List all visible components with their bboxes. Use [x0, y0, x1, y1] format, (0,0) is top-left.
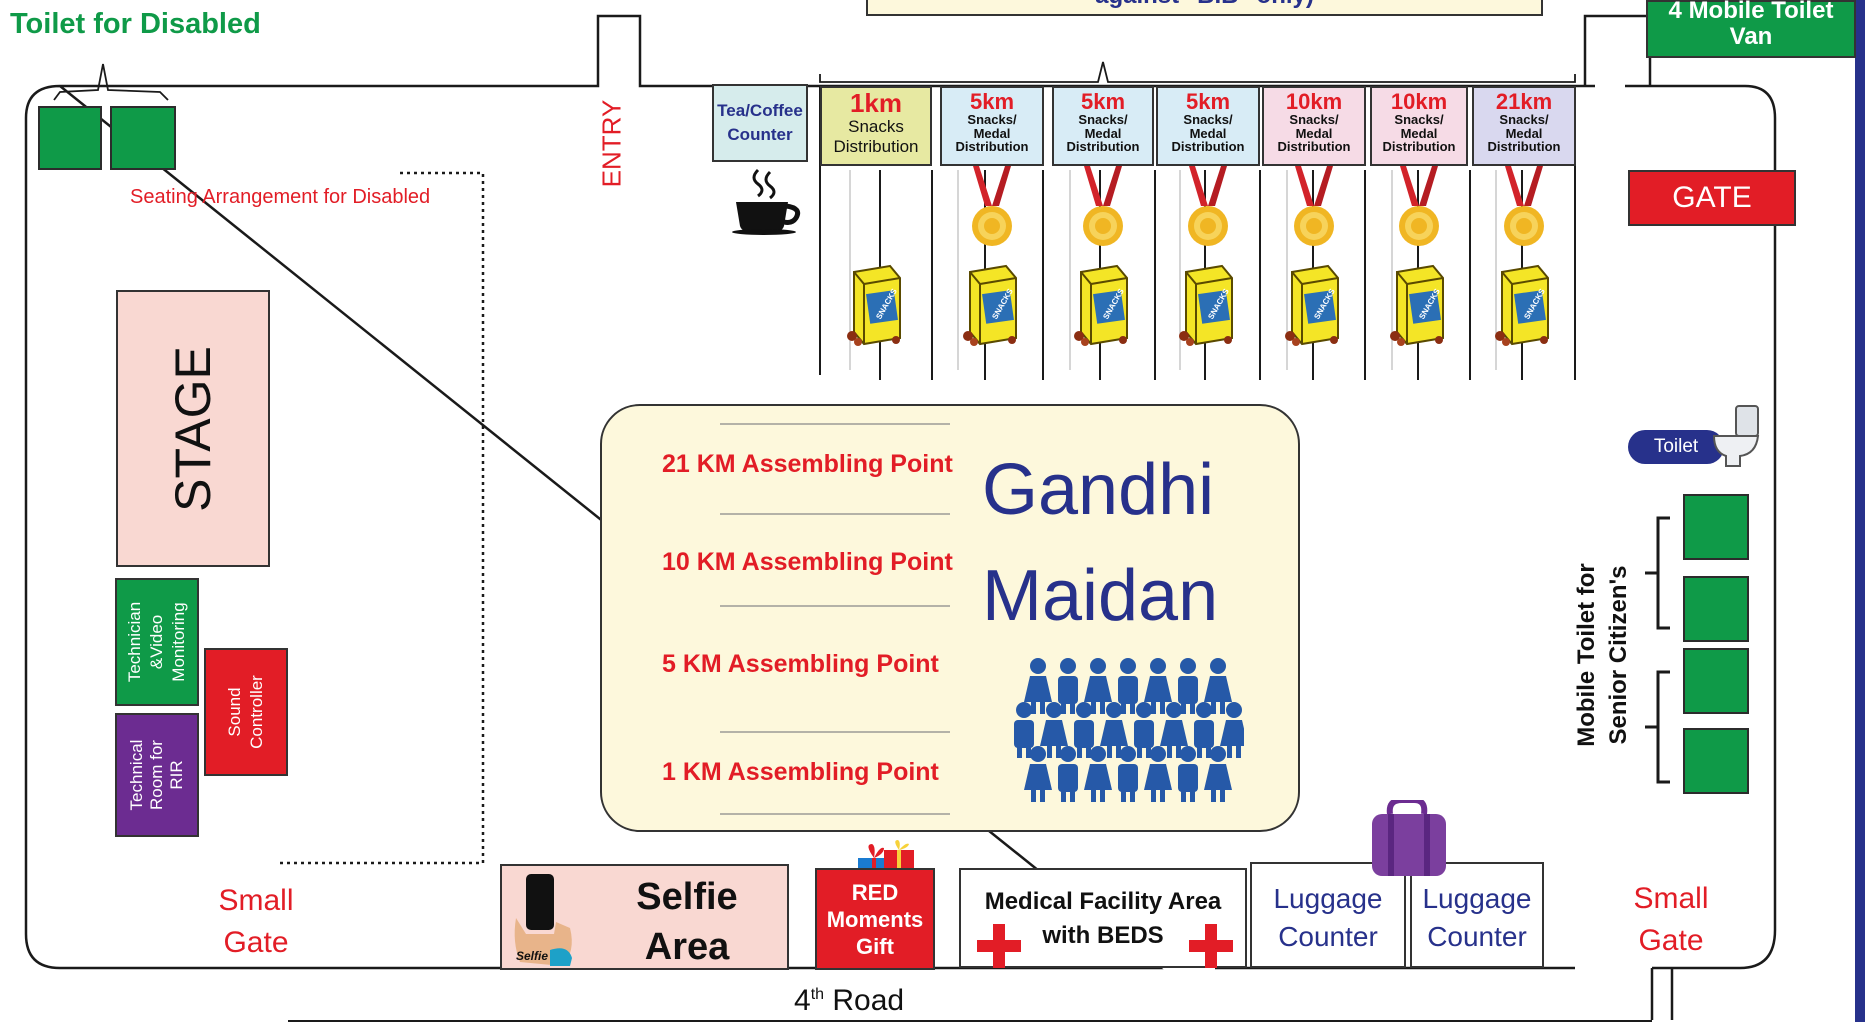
booth-line1: Snacks: [848, 117, 904, 137]
snacks-box-icon: SNACKS: [963, 264, 1017, 346]
booth-km-label: 5km: [1185, 89, 1231, 114]
mobile-toilet-van-line2: on18th Road: [1692, 55, 1810, 81]
seating-label: Seating Arrangement for Disabled: [130, 186, 431, 208]
disabled-toilet-2: [110, 106, 176, 170]
booth-km-label: 5km: [1080, 89, 1126, 114]
booth-km-label: 5km: [969, 89, 1015, 114]
road-bottom-label: 4th Road: [794, 984, 905, 1017]
snacks-box-icon: SNACKS: [1074, 264, 1128, 346]
snacks-box-icon: SNACKS: [1285, 264, 1339, 346]
medal-icon: [1399, 166, 1439, 246]
booth-km-label: 21km: [1495, 89, 1553, 114]
luggage-counter-1: Luggage Counter: [1250, 862, 1406, 968]
mobile-toilet-van: 4 Mobile Toilet Van on18th Road: [1646, 0, 1856, 80]
snacks-box-icon: SNACKS: [1390, 264, 1444, 346]
booth-line1: Snacks/: [1289, 112, 1339, 128]
entry-label: ENTRY: [596, 99, 627, 187]
svg-text:Selfie: Selfie: [516, 949, 548, 963]
top-banner-text: against "BIB" only): [1095, 0, 1314, 10]
senior-toilet-3: [1683, 648, 1749, 714]
medical-line2: with BEDS: [1042, 922, 1164, 949]
assembly-lines: [720, 423, 950, 815]
top-banner: against "BIB" only): [866, 0, 1543, 16]
technician-video-monitoring: Technician &Video Monitoring: [115, 578, 199, 706]
booth-line1: Snacks/: [1078, 112, 1128, 128]
booth-line2: Medal: [1084, 125, 1122, 141]
booth-line2: Medal: [1400, 125, 1438, 141]
medical-facility: Medical Facility Area with BEDS: [959, 868, 1247, 968]
assembly-point-21km: 21 KM Assembling Point: [662, 450, 953, 478]
coffee-cup-icon: [732, 168, 801, 235]
booth-line2: Medal: [1295, 125, 1333, 141]
booth-line1: Snacks/: [967, 112, 1017, 128]
red-cross-icon: [1189, 924, 1233, 968]
selfie-line1: Selfie: [636, 876, 738, 918]
medical-line1: Medical Facility Area: [984, 888, 1222, 915]
phone-hand-icon: Selfie: [514, 874, 572, 966]
toilet-right-badge: Toilet: [1628, 430, 1724, 464]
luggage-counter-2: Luggage Counter: [1410, 862, 1544, 968]
toilet-right: Toilet: [1628, 405, 1760, 472]
sound-controller: Sound Controller: [204, 648, 288, 776]
booth-line3: Distribution: [1487, 139, 1561, 155]
booth-line2: Medal: [1505, 125, 1543, 141]
maidan-title-line1: Gandhi: [982, 450, 1215, 530]
booth-line1: Snacks/: [1499, 112, 1549, 128]
booth-line1: Snacks/: [1183, 112, 1233, 128]
medal-icon: [1083, 166, 1123, 246]
senior-toilet-4: [1683, 728, 1749, 794]
snacks-box-icon: SNACKS: [1179, 264, 1233, 346]
stage: STAGE: [116, 290, 270, 567]
crowd-icon: [1014, 658, 1244, 802]
small-gate-right: Small Gate: [1633, 882, 1709, 957]
snacks-box-icon: SNACKS: [847, 264, 901, 346]
booth-line3: Distribution: [1382, 139, 1456, 155]
booth-km-label: 10km: [1285, 89, 1343, 114]
mobile-toilet-van-line1: 4 Mobile Toilet Van: [1668, 0, 1834, 50]
medal-icon: [1294, 166, 1334, 246]
selfie-area: Selfie Selfie Area: [500, 864, 789, 970]
maidan-title-line2: Maidan: [982, 556, 1219, 636]
medal-icon: [1504, 166, 1544, 246]
senior-toilet-2: [1683, 576, 1749, 642]
booth-line2: Distribution: [833, 137, 919, 157]
suitcase-icon: [1372, 800, 1446, 876]
booth-line1: Snacks/: [1394, 112, 1444, 128]
senior-toilet-label: Mobile Toilet for Senior Citizen's: [1573, 563, 1633, 747]
technical-room-rir: Technical Room for RIR: [115, 713, 199, 837]
booth-km-label: 10km: [1390, 89, 1448, 114]
medal-icon: [972, 166, 1012, 246]
booth-line3: Distribution: [1066, 139, 1140, 155]
senior-toilet-1: [1683, 494, 1749, 560]
red-cross-icon: [977, 924, 1021, 968]
small-gate-left: Small Gate: [218, 884, 294, 959]
red-moments-gift: RED Moments Gift: [815, 868, 935, 970]
booth-line3: Distribution: [1171, 139, 1245, 155]
gate: GATE: [1628, 170, 1796, 226]
booth-km-label: 1km: [849, 88, 903, 118]
booth-line2: Medal: [1189, 125, 1227, 141]
toilet-icon: [1712, 405, 1760, 467]
gandhi-maidan: 21 KM Assembling Point 10 KM Assembling …: [600, 404, 1300, 832]
tea-coffee-counter: Tea/Coffee Counter: [712, 84, 808, 162]
toilet-disabled-label: Toilet for Disabled: [10, 8, 261, 40]
booth-line2: Medal: [973, 125, 1011, 141]
medal-icon: [1188, 166, 1228, 246]
booth-line3: Distribution: [1277, 139, 1351, 155]
booth-line3: Distribution: [955, 139, 1029, 155]
selfie-line2: Area: [644, 926, 730, 968]
assembly-point-5km: 5 KM Assembling Point: [662, 650, 939, 678]
snacks-box-icon: SNACKS: [1495, 264, 1549, 346]
disabled-toilet-1: [38, 106, 102, 170]
assembly-point-10km: 10 KM Assembling Point: [662, 548, 953, 576]
assembly-point-1km: 1 KM Assembling Point: [662, 758, 939, 786]
